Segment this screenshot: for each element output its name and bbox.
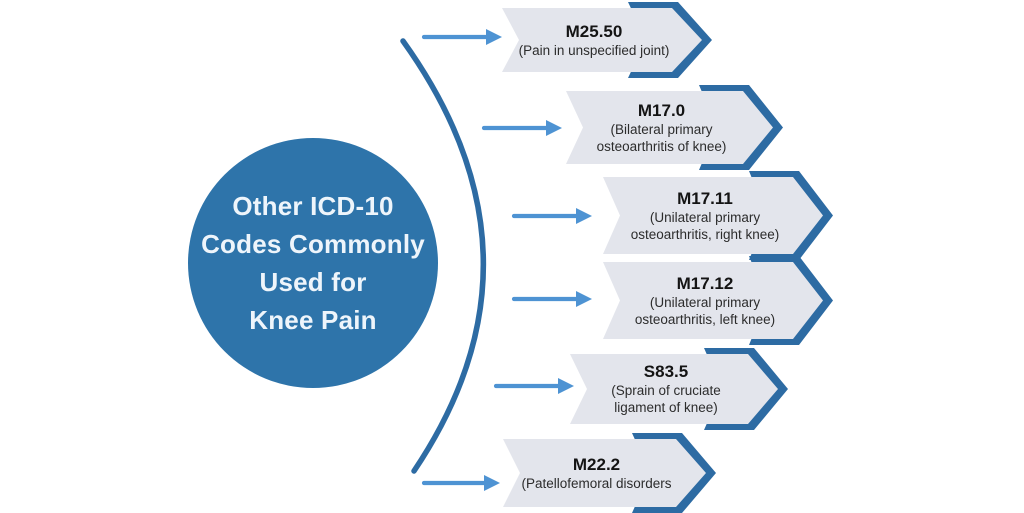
- topic-title-line: Knee Pain: [249, 305, 377, 335]
- icd-code: M22.2: [572, 454, 621, 474]
- code-banner-m1712: M17.12 (Unilateral primary osteoarthriti…: [603, 262, 823, 339]
- icd-description: (Patellofemoral disorders: [521, 475, 672, 491]
- arrow-5: [493, 378, 574, 394]
- arrow-1: [421, 29, 502, 45]
- code-banner-s835: S83.5 (Sprain of cruciate ligament of kn…: [570, 354, 778, 424]
- arrow-2: [481, 120, 562, 136]
- banner-body: M17.0 (Bilateral primary osteoarthritis …: [566, 91, 773, 164]
- arrow-3: [511, 208, 592, 224]
- icd-code: M17.11: [677, 188, 733, 208]
- code-banner-m1711: M17.11 (Unilateral primary osteoarthriti…: [603, 177, 823, 254]
- banner-body: S83.5 (Sprain of cruciate ligament of kn…: [570, 354, 778, 424]
- banner-body: M25.50 (Pain in unspecified joint): [502, 8, 702, 72]
- icd-description: (Pain in unspecified joint): [518, 42, 670, 58]
- banner-body: M17.11 (Unilateral primary osteoarthriti…: [603, 177, 823, 254]
- icd-code: M17.12: [676, 273, 734, 293]
- code-banner-m170: M17.0 (Bilateral primary osteoarthritis …: [566, 91, 773, 164]
- icd-description: (Unilateral primary osteoarthritis, left…: [634, 294, 776, 327]
- topic-title-line: Used for: [259, 267, 367, 297]
- icd-description: (Sprain of cruciate ligament of knee): [611, 383, 721, 415]
- banner-body: M17.12 (Unilateral primary osteoarthriti…: [603, 262, 823, 339]
- arrow-4: [511, 291, 592, 307]
- topic-title-line: Other ICD-10: [232, 191, 394, 221]
- arrow-6: [421, 475, 500, 491]
- icd-code: S83.5: [643, 362, 689, 381]
- banner-body: M22.2 (Patellofemoral disorders: [503, 439, 706, 507]
- central-topic-circle: Other ICD-10 Codes Commonly Used for Kne…: [188, 138, 438, 388]
- icd-description: (Bilateral primary osteoarthritis of kne…: [596, 121, 727, 154]
- icd-description: (Unilateral primary osteoarthritis, righ…: [630, 209, 780, 242]
- code-banner-m2550: M25.50 (Pain in unspecified joint): [502, 8, 702, 72]
- code-banner-m222: M22.2 (Patellofemoral disorders: [503, 439, 706, 507]
- icd-code: M25.50: [565, 21, 623, 41]
- icd-code: M17.0: [637, 100, 686, 120]
- topic-title-line: Codes Commonly: [201, 229, 425, 259]
